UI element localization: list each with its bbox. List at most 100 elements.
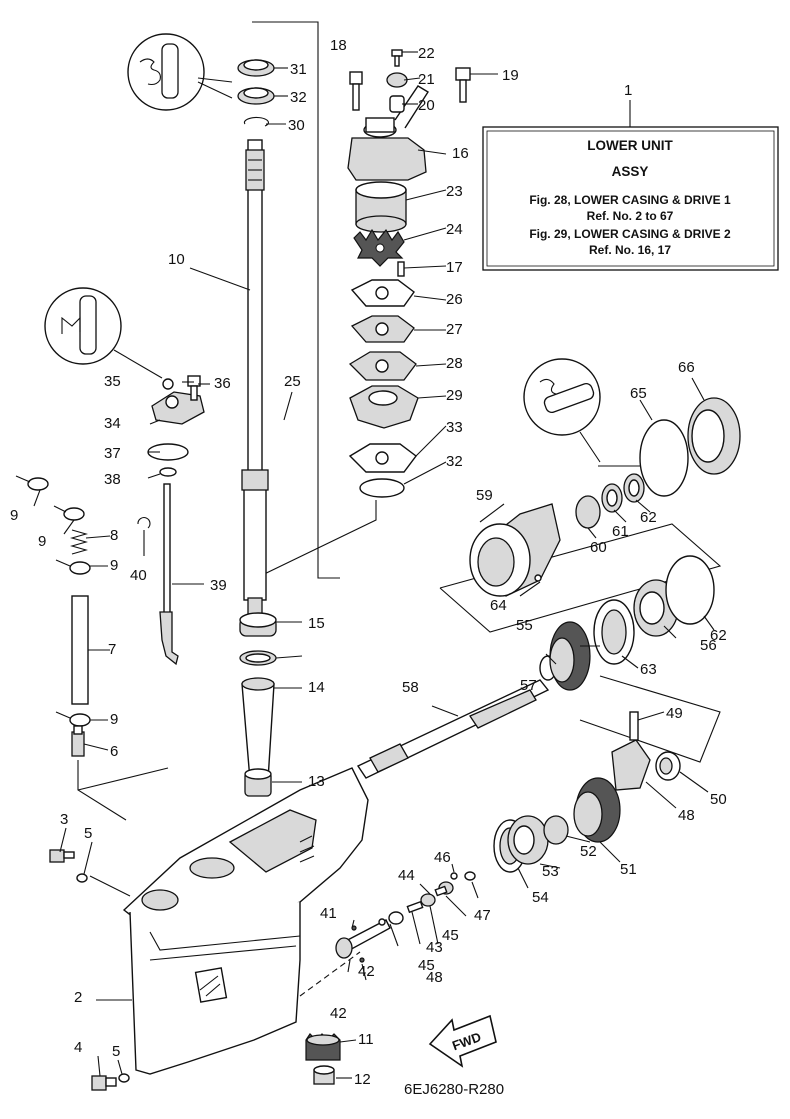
title-line-5: Fig. 29, LOWER CASING & DRIVE 2 bbox=[529, 227, 731, 241]
callout-5: 5 bbox=[84, 825, 92, 842]
callout-50: 50 bbox=[710, 791, 727, 808]
screw-23 bbox=[391, 49, 403, 67]
callout-22: 22 bbox=[418, 45, 435, 62]
title-line-2: ASSY bbox=[612, 164, 649, 179]
o-ring-63 bbox=[665, 555, 715, 625]
nut-12 bbox=[313, 1065, 335, 1085]
callout-56: 56 bbox=[700, 637, 717, 654]
callout-30: 30 bbox=[288, 117, 305, 134]
ball-47 bbox=[450, 872, 458, 880]
callout-40: 40 bbox=[130, 567, 147, 584]
callout-9: 9 bbox=[38, 533, 46, 550]
callout-41: 41 bbox=[320, 905, 337, 922]
callout-61: 61 bbox=[612, 523, 629, 540]
callout-32: 32 bbox=[290, 89, 307, 106]
insert-cartridge-24 bbox=[355, 181, 407, 233]
water-pipe-fitting-6 bbox=[71, 725, 85, 757]
callout-25: 25 bbox=[284, 373, 301, 390]
callout-1: 1 bbox=[624, 82, 632, 99]
detail-circle-right bbox=[523, 358, 601, 463]
clamp-9d bbox=[55, 711, 91, 727]
sleeve-14 bbox=[241, 677, 275, 781]
leader-lines bbox=[33, 51, 715, 1079]
callout-4: 4 bbox=[74, 1039, 82, 1056]
circlip-36 bbox=[162, 378, 174, 390]
callout-47: 47 bbox=[474, 907, 491, 924]
callout-54: 54 bbox=[532, 889, 549, 906]
cross-pin-50 bbox=[629, 711, 639, 741]
bearing-15 bbox=[239, 612, 277, 637]
gasket-34 bbox=[348, 443, 417, 473]
callout-16: 16 bbox=[452, 145, 469, 162]
pump-housing-17 bbox=[347, 85, 429, 181]
callout-65: 65 bbox=[630, 385, 647, 402]
callout-14: 14 bbox=[308, 679, 325, 696]
bearing-53 bbox=[543, 815, 569, 845]
callout-11: 11 bbox=[358, 1031, 374, 1048]
bearing-54 bbox=[507, 815, 549, 865]
ball-48 bbox=[378, 918, 386, 926]
callout-9: 9 bbox=[110, 557, 118, 574]
callout-63: 63 bbox=[640, 661, 657, 678]
callout-48: 48 bbox=[678, 807, 695, 824]
oil-seal-62b bbox=[623, 473, 645, 503]
washer-5-upper bbox=[76, 873, 88, 883]
callout-13: 13 bbox=[308, 773, 325, 790]
callout-45: 45 bbox=[442, 927, 459, 944]
title-line-3: Fig. 28, LOWER CASING & DRIVE 1 bbox=[529, 193, 731, 207]
callout-29: 29 bbox=[446, 387, 463, 404]
callout-49: 49 bbox=[666, 705, 683, 722]
callout-24: 24 bbox=[446, 221, 463, 238]
callout-46: 46 bbox=[434, 849, 451, 866]
detail-circle-middle bbox=[44, 287, 163, 379]
shim-45-a bbox=[420, 893, 436, 907]
gasket-27 bbox=[350, 279, 415, 307]
callout-numbers: 2345567899991011121314151617181920212223… bbox=[10, 37, 727, 1088]
callout-17: 17 bbox=[446, 259, 463, 276]
bolt-20 bbox=[455, 67, 471, 103]
impeller-25 bbox=[353, 228, 405, 267]
callout-31: 31 bbox=[290, 61, 307, 78]
callout-19: 19 bbox=[502, 67, 519, 84]
callout-43: 43 bbox=[426, 939, 443, 956]
callout-15: 15 bbox=[308, 615, 325, 632]
callout-59: 59 bbox=[476, 487, 493, 504]
callout-53: 53 bbox=[542, 863, 559, 880]
shift-plunger-43 bbox=[335, 919, 391, 959]
title-line-6: Ref. No. 16, 17 bbox=[589, 243, 671, 257]
oil-seal-62a bbox=[601, 483, 623, 513]
fwd-arrow: FWD bbox=[428, 1014, 497, 1068]
callout-8: 8 bbox=[110, 527, 118, 544]
pin-65 bbox=[534, 574, 542, 582]
pin-18 bbox=[397, 261, 405, 277]
water-tube-7 bbox=[71, 595, 89, 705]
callout-35: 35 bbox=[104, 373, 121, 390]
callout-2: 2 bbox=[74, 989, 82, 1006]
reverse-gear-56 bbox=[549, 621, 591, 691]
shim-48-upper bbox=[464, 871, 476, 881]
ring-nut-67 bbox=[687, 397, 741, 475]
circlip-41 bbox=[137, 517, 151, 529]
callout-38: 38 bbox=[104, 471, 121, 488]
callout-34: 34 bbox=[104, 415, 121, 432]
callout-58: 58 bbox=[402, 679, 419, 696]
callout-36: 36 bbox=[214, 375, 231, 392]
shift-rod-39 bbox=[159, 483, 179, 666]
callout-20: 20 bbox=[418, 97, 435, 114]
bolt-19 bbox=[349, 71, 363, 111]
callout-28: 28 bbox=[446, 355, 463, 372]
callout-26: 26 bbox=[446, 291, 463, 308]
spring-51 bbox=[655, 751, 681, 781]
callout-60: 60 bbox=[590, 539, 607, 556]
ball-42-lower bbox=[359, 957, 365, 963]
bolt-3 bbox=[49, 849, 75, 863]
callout-6: 6 bbox=[110, 743, 118, 760]
drive-shaft bbox=[241, 139, 269, 615]
forward-gear-52 bbox=[573, 777, 621, 843]
lower-casing-2 bbox=[122, 767, 369, 1075]
callout-42: 42 bbox=[358, 963, 375, 980]
spring-44 bbox=[406, 900, 424, 914]
callout-33: 33 bbox=[446, 419, 463, 436]
outer-plate-28 bbox=[350, 315, 415, 343]
